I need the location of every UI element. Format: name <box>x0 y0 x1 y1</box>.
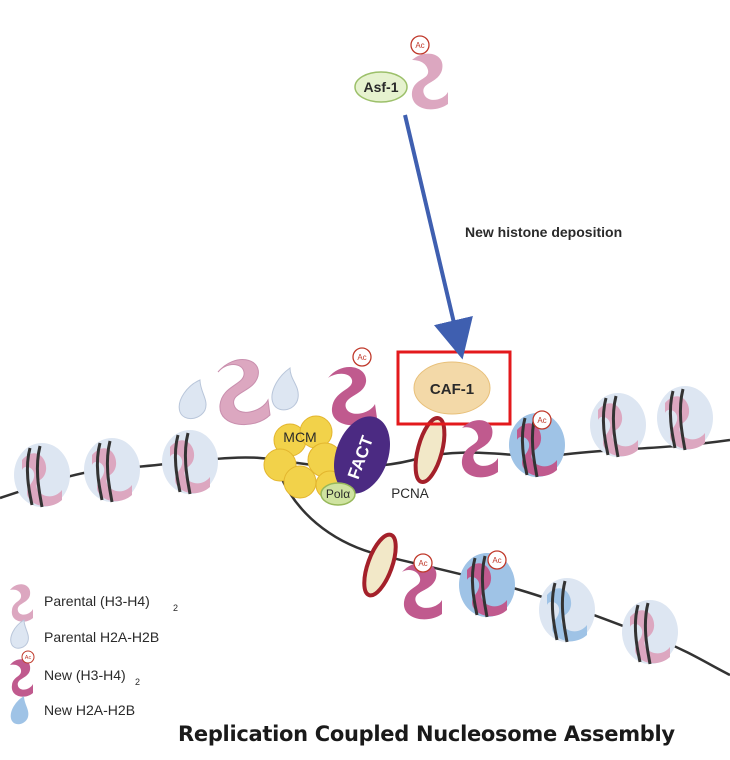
svg-text:Ac: Ac <box>418 559 427 568</box>
nucleosome-left-3 <box>162 430 218 495</box>
legend-parental-h2a-icon <box>10 619 29 649</box>
nucleosome-daughter-3 <box>622 600 678 665</box>
nucleosome-right-1: Ac <box>509 410 565 478</box>
fact-complex: FACT <box>333 416 391 494</box>
svg-text:Ac: Ac <box>357 353 366 362</box>
pcna-ring-parental <box>413 415 447 485</box>
legend-new-h3h4-label: New (H3-H4) <box>44 667 126 683</box>
new-h3h4-daughter <box>402 562 442 620</box>
legend-new-h2a-label: New H2A-H2B <box>44 702 135 718</box>
legend-parental-h3h4-label: Parental (H3-H4) <box>44 593 150 609</box>
legend-parental-h3h4-sub: 2 <box>173 603 178 613</box>
diagram-title: Replication Coupled Nucleosome Assembly <box>178 722 675 746</box>
nucleosome-right-2 <box>590 393 646 458</box>
svg-text:Ac: Ac <box>25 655 32 661</box>
nucleosome-left-2 <box>84 438 140 503</box>
svg-text:Ac: Ac <box>415 41 424 50</box>
ac-mark-daughter: Ac <box>413 553 433 573</box>
asf1-complex: Asf-1 Ac <box>354 35 448 110</box>
pcna-label: PCNA <box>391 486 429 501</box>
nucleosome-daughter-2 <box>539 578 595 643</box>
deposition-label: New histone deposition <box>465 224 622 240</box>
nucleosome-left-1 <box>14 443 70 508</box>
new-h3h4-caf1 <box>461 420 498 478</box>
svg-text:Ac: Ac <box>492 556 501 565</box>
caf1-label: CAF-1 <box>430 381 474 398</box>
svg-text:Ac: Ac <box>537 416 546 425</box>
nucleosome-right-3 <box>657 386 713 451</box>
pola-label: Polα <box>326 487 350 501</box>
caf1-protein <box>413 361 491 415</box>
nucleosome-daughter-1: Ac <box>459 550 515 618</box>
free-parental-h2a-1 <box>178 379 207 419</box>
deposition-arrow <box>403 114 473 360</box>
mcm-label: MCM <box>283 429 316 445</box>
free-parental-h2a-2 <box>271 367 299 411</box>
legend-new-h3h4-icon <box>10 659 33 697</box>
legend-parental-h3h4-icon <box>10 584 33 622</box>
legend-new-h3h4-sub: 2 <box>135 677 140 687</box>
legend-new-h2a-icon <box>10 696 29 725</box>
free-parental-h3h4 <box>217 359 271 426</box>
pcna-ring-daughter <box>362 532 398 598</box>
legend: Parental (H3-H4) 2 Parental H2A-H2B Ac N… <box>10 584 178 725</box>
ac-mark-fork: Ac <box>352 347 372 367</box>
new-h3h4-fork <box>328 366 377 426</box>
legend-parental-h2a-label: Parental H2A-H2B <box>44 629 159 645</box>
pol-alpha: Polα <box>320 482 356 506</box>
asf1-label: Asf-1 <box>363 79 398 95</box>
